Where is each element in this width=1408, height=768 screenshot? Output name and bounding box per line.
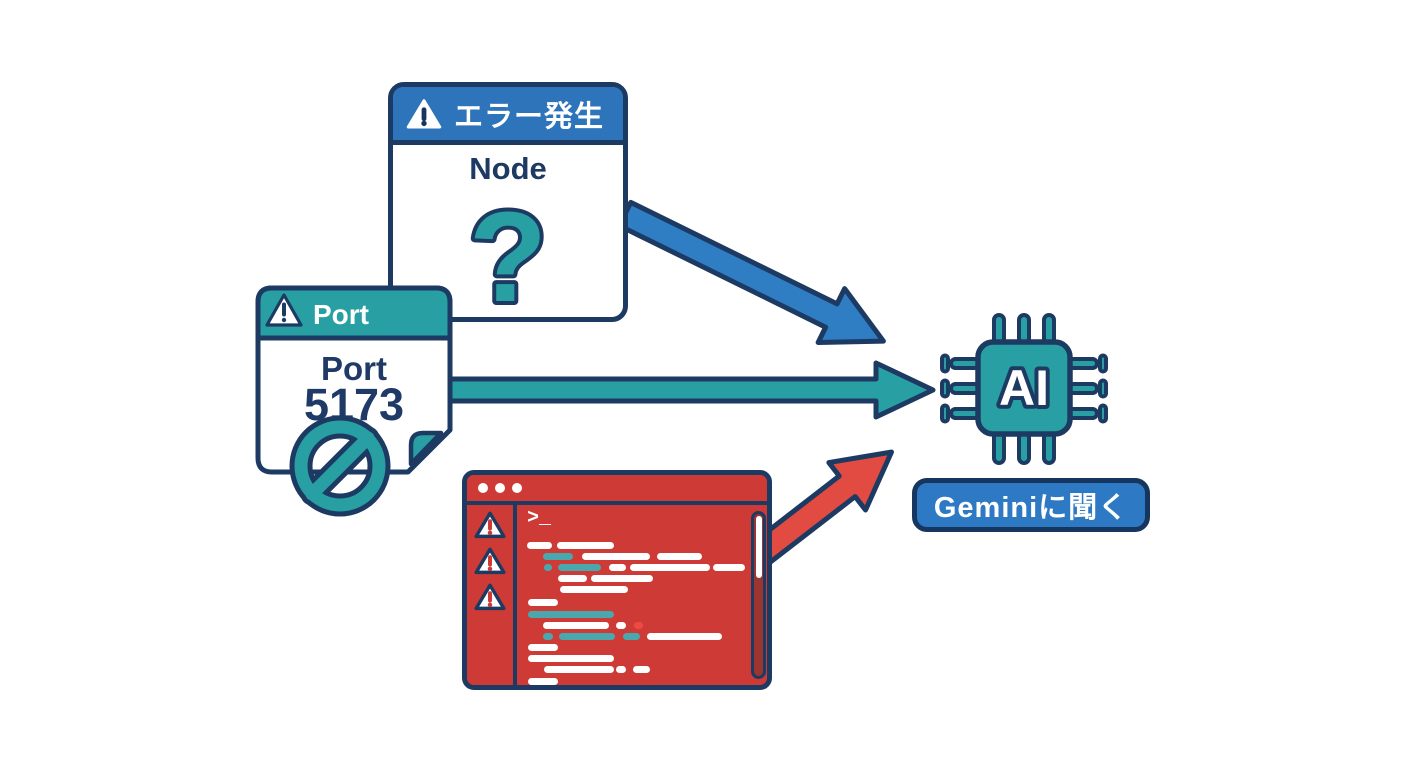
warning-icon: [474, 583, 506, 611]
warning-icon: [474, 547, 506, 575]
ask-gemini-button[interactable]: Geminiに聞く: [912, 478, 1150, 532]
code-line-segment: [558, 575, 587, 582]
port-card-header: [255, 285, 453, 341]
ai-chip-label: AI: [999, 360, 1049, 416]
code-line-segment: [528, 611, 614, 618]
port-card-title: Port: [313, 299, 369, 330]
chip-body: [975, 339, 1073, 437]
code-line-segment: [634, 622, 643, 629]
code-line-segment: [528, 655, 614, 662]
code-line-segment: [657, 553, 702, 560]
warning-icon: [406, 99, 442, 129]
ask-gemini-label: Geminiに聞く: [933, 492, 1129, 524]
warning-icon: [474, 511, 506, 539]
arrow-port-to-ai: [443, 360, 936, 420]
error-dialog: エラー発生 Node ?: [388, 82, 628, 324]
error-dialog-header: エラー発生: [393, 87, 623, 145]
code-line-segment: [560, 586, 628, 593]
code-line-segment: [544, 564, 552, 571]
terminal-scrollbar: [751, 511, 766, 679]
arrow-terminal-to-ai: [746, 449, 895, 569]
code-line-segment: [543, 633, 553, 640]
code-line-segment: [591, 575, 653, 582]
code-line-segment: [647, 633, 722, 640]
terminal-content: >_: [521, 505, 767, 685]
code-line-segment: [527, 542, 552, 549]
port-label: Port: [321, 350, 387, 387]
scrollbar-thumb: [755, 516, 762, 578]
prohibition-icon: [289, 415, 391, 517]
code-line-segment: [633, 666, 650, 673]
question-mark-icon: ?: [465, 189, 551, 324]
code-line-segment: [543, 622, 609, 629]
code-line-segment: [609, 564, 626, 571]
code-line-segment: [559, 633, 615, 640]
ai-chip-icon: AI: [940, 313, 1108, 465]
code-line-segment: [623, 633, 640, 640]
window-dot: [495, 483, 505, 493]
port-document: Port Port 5173: [255, 285, 453, 517]
code-line-segment: [616, 666, 626, 673]
error-dialog-body: Node ?: [393, 151, 623, 328]
terminal-prompt: >_: [527, 507, 552, 530]
code-line-segment: [558, 564, 601, 571]
code-line-segment: [528, 599, 558, 606]
code-line-segment: [544, 666, 614, 673]
code-line-segment: [582, 553, 650, 560]
window-dot: [512, 483, 522, 493]
folded-corner: [408, 430, 444, 467]
arrow-node-to-ai: [616, 199, 886, 345]
error-subject-label: Node: [469, 151, 547, 186]
svg-text:?: ?: [469, 189, 547, 324]
error-dialog-title: エラー発生: [454, 100, 605, 133]
terminal-titlebar: [467, 475, 767, 505]
code-line-segment: [713, 564, 745, 571]
code-line-segment: [528, 644, 558, 651]
code-line-segment: [528, 678, 558, 685]
code-line-segment: [616, 622, 626, 629]
code-line-segment: [630, 564, 710, 571]
code-line-segment: [557, 542, 614, 549]
terminal-warning-sidebar: [467, 505, 517, 685]
error-terminal-window: >_: [462, 470, 772, 690]
window-dot: [478, 483, 488, 493]
chip-pins: [940, 313, 1108, 465]
warning-icon: [265, 293, 303, 327]
code-line-segment: [543, 553, 573, 560]
